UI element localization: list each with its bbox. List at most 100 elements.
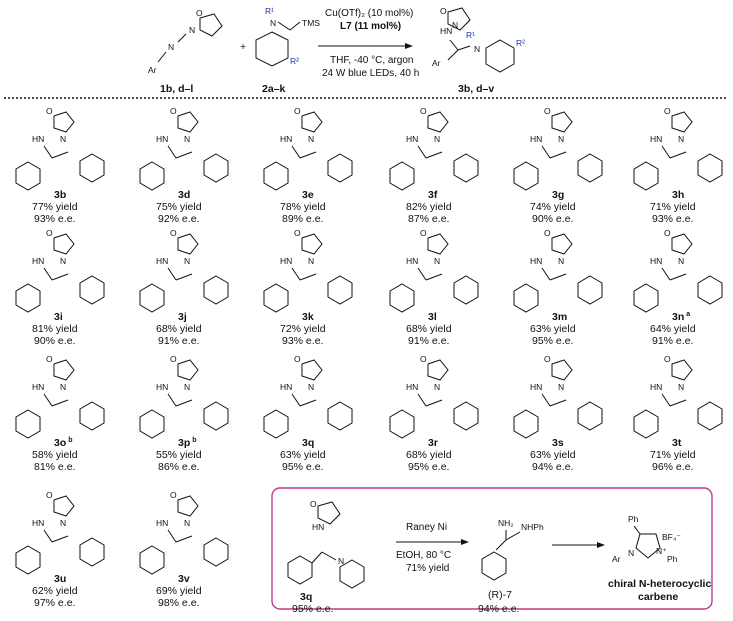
atom-hn: HN xyxy=(280,134,292,144)
atom-n: N xyxy=(60,382,66,392)
compound-yield: 68% yield xyxy=(156,323,202,335)
compound-yield: 58% yield xyxy=(32,449,78,461)
backbone-bond xyxy=(549,151,567,159)
carbene-structure: Ph BF₄⁻ N⁺ Ph N Ar xyxy=(612,514,681,564)
compound-label: 3u xyxy=(54,573,66,585)
atom-hn: HN xyxy=(32,134,44,144)
start-material-ee: 95% e.e. xyxy=(292,603,333,615)
svg-text:NH₂: NH₂ xyxy=(498,518,514,528)
compound-yield: 64% yield xyxy=(650,323,696,335)
aryl-ring-right xyxy=(577,153,603,183)
svg-text:N: N xyxy=(338,556,344,566)
backbone-bond xyxy=(299,399,317,407)
compound-yield: 62% yield xyxy=(32,585,78,597)
oxazolidinone-ring xyxy=(177,495,199,517)
compound-ee: 96% e.e. xyxy=(652,461,693,473)
backbone-bond xyxy=(175,399,193,407)
svg-text:N: N xyxy=(474,44,480,54)
compound-label: 3p b xyxy=(178,437,197,449)
oxazolidinone-ring xyxy=(671,233,693,255)
compound-ee: 93% e.e. xyxy=(34,213,75,225)
backbone-bond xyxy=(291,145,301,159)
compound-yield: 74% yield xyxy=(530,201,576,213)
aryl-ring-right xyxy=(697,153,723,183)
backbone-bond xyxy=(291,393,301,407)
atom-hn: HN xyxy=(156,518,168,528)
backbone-bond xyxy=(175,535,193,543)
atom-o: O xyxy=(544,354,551,364)
svg-text:Ar: Ar xyxy=(612,554,621,564)
reactant-2-structure: R¹ N TMS R² xyxy=(255,6,320,67)
svg-text:R²: R² xyxy=(290,56,299,66)
aryl-ring-right xyxy=(327,275,353,305)
aryl-ring-left xyxy=(139,409,165,439)
backbone-bond xyxy=(417,393,427,407)
oxazolidinone-ring xyxy=(53,359,75,381)
reactant-1-structure: O N N Ar xyxy=(148,8,223,75)
compound-yield: 81% yield xyxy=(32,323,78,335)
compound-label: 3t xyxy=(672,437,682,449)
atom-o: O xyxy=(46,490,53,500)
condition-solvent: THF, -40 °C, argon xyxy=(330,55,413,66)
aryl-ring-left xyxy=(389,409,415,439)
atom-o: O xyxy=(294,354,301,364)
compound-ee: 93% e.e. xyxy=(282,335,323,347)
condition-catalyst: Cu(OTf)₂ (10 mol%) xyxy=(325,8,413,19)
atom-o: O xyxy=(544,106,551,116)
amine-product-label: (R)-7 xyxy=(488,589,512,601)
backbone-bond xyxy=(669,151,687,159)
atom-hn: HN xyxy=(650,134,662,144)
oxazolidinone-ring xyxy=(427,111,449,133)
oxazolidinone-ring xyxy=(177,111,199,133)
compound-yield: 82% yield xyxy=(406,201,452,213)
atom-o: O xyxy=(664,354,671,364)
compound-label: 3o b xyxy=(54,437,73,449)
compound-yield: 78% yield xyxy=(280,201,326,213)
atom-o: O xyxy=(46,354,53,364)
compound-yield: 69% yield xyxy=(156,585,202,597)
aryl-ring-left xyxy=(15,161,41,191)
backbone-bond xyxy=(167,529,177,543)
atom-hn: HN xyxy=(530,382,542,392)
aryl-ring-right xyxy=(327,401,353,431)
compound-ee: 93% e.e. xyxy=(652,213,693,225)
compound-ee: 90% e.e. xyxy=(532,213,573,225)
compound-ee: 91% e.e. xyxy=(158,335,199,347)
svg-text:N: N xyxy=(628,548,634,558)
atom-o: O xyxy=(544,228,551,238)
aryl-ring-left xyxy=(633,161,659,191)
atom-o: O xyxy=(294,228,301,238)
svg-text:Ph: Ph xyxy=(667,554,678,564)
svg-text:N: N xyxy=(168,42,174,52)
compound-label: 3m xyxy=(552,311,567,323)
atom-o: O xyxy=(170,490,177,500)
start-material-label: 3q xyxy=(300,591,312,603)
backbone-bond xyxy=(425,273,443,281)
atom-n: N xyxy=(678,256,684,266)
atom-o: O xyxy=(170,354,177,364)
compound-ee: 92% e.e. xyxy=(158,213,199,225)
compound-yield: 63% yield xyxy=(280,449,326,461)
compound-yield: 71% yield xyxy=(650,449,696,461)
compound-label: 3b xyxy=(54,189,66,201)
svg-text:TMS: TMS xyxy=(302,18,320,28)
compound-label: 3v xyxy=(178,573,190,585)
compound-ee: 95% e.e. xyxy=(532,335,573,347)
oxazolidinone-ring xyxy=(427,359,449,381)
aryl-ring-left xyxy=(389,161,415,191)
atom-hn: HN xyxy=(156,256,168,266)
backbone-bond xyxy=(299,151,317,159)
atom-hn: HN xyxy=(406,382,418,392)
atom-n: N xyxy=(184,382,190,392)
backbone-bond xyxy=(541,393,551,407)
